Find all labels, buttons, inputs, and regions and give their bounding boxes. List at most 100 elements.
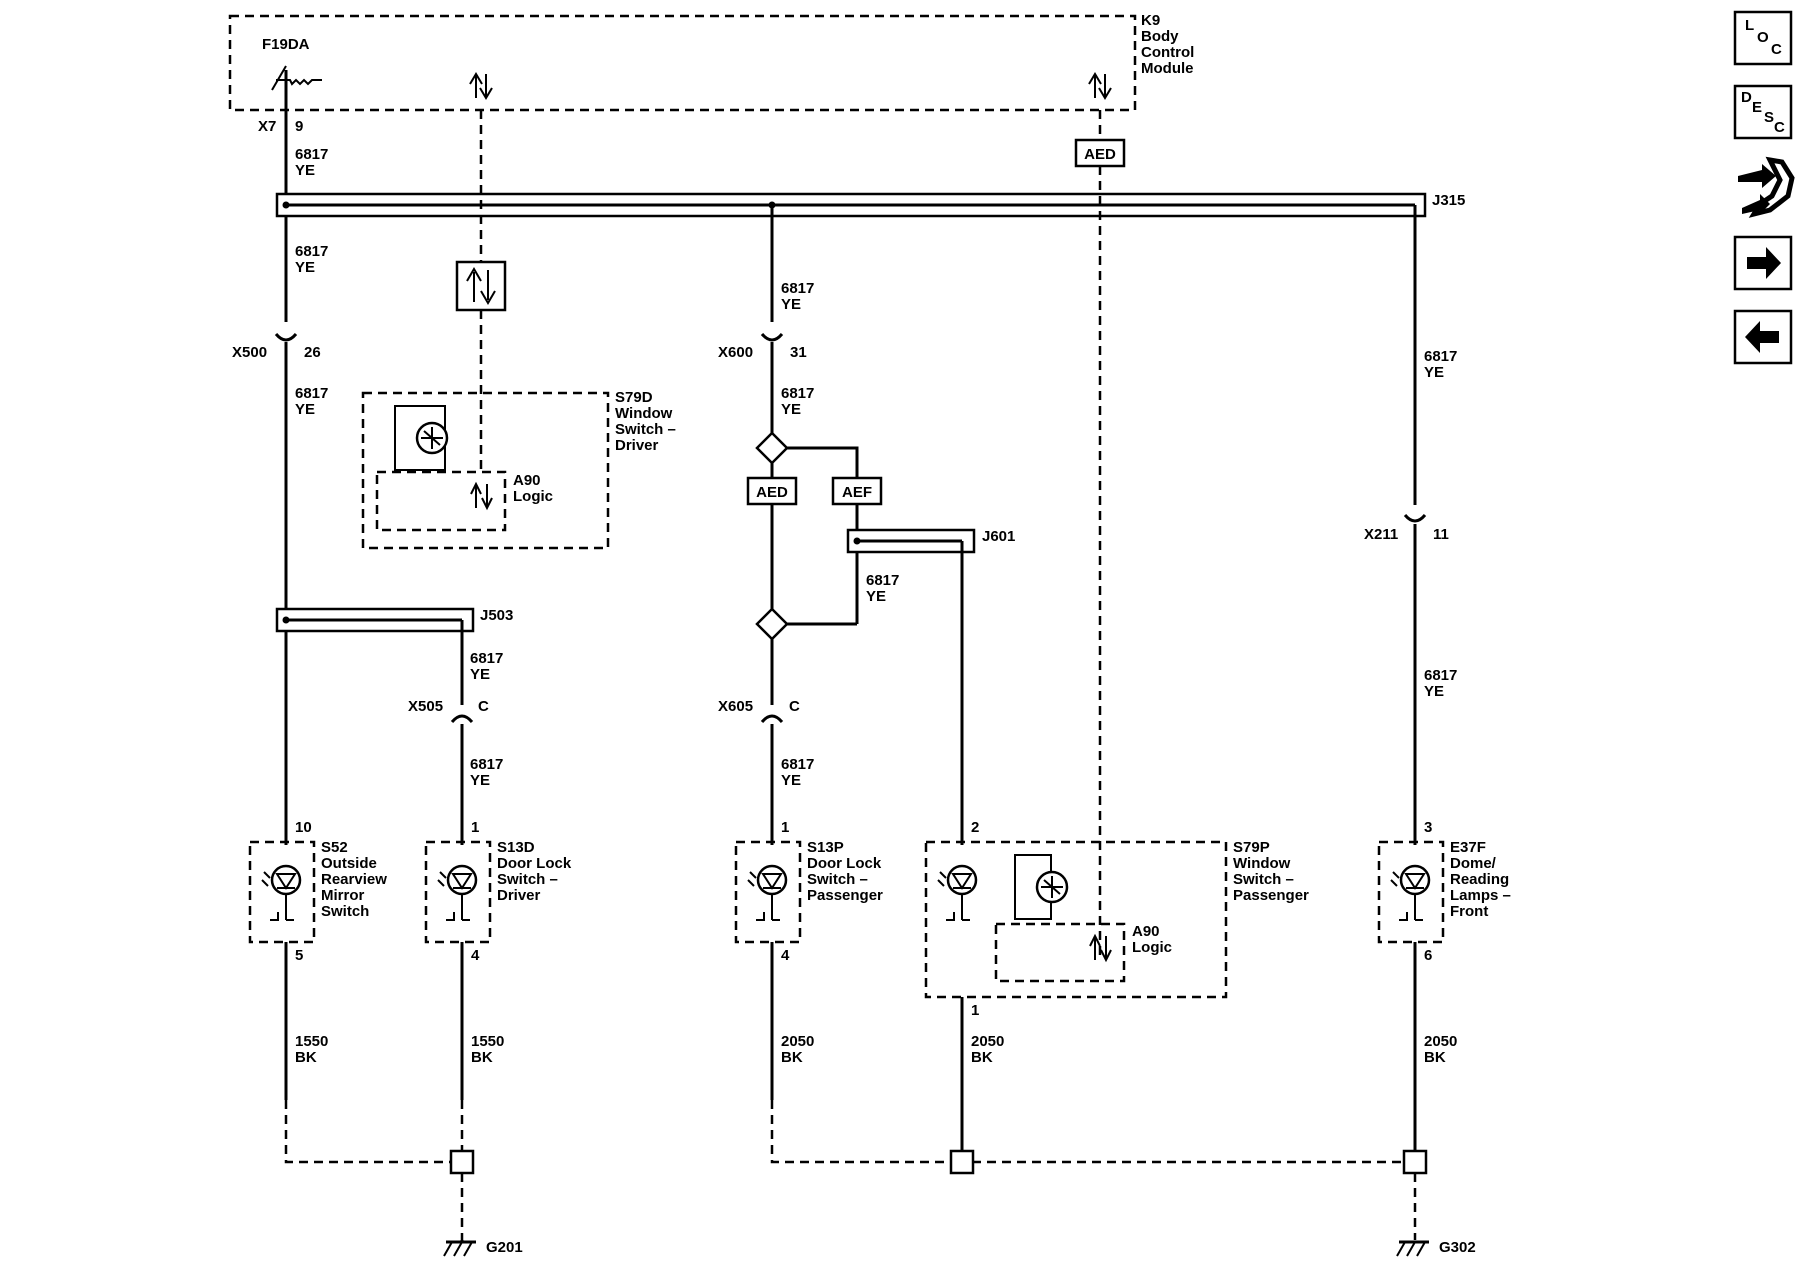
inline-connector-x211: X211 11 xyxy=(1364,513,1449,543)
wire-color: YE xyxy=(1424,364,1444,381)
component-s79d: A90 Logic S79D Window Switch – Driver xyxy=(361,389,676,550)
ground-splice-square xyxy=(1402,1149,1428,1175)
wire-circuit: 6817 xyxy=(295,146,328,163)
wire-color: BK xyxy=(295,1049,317,1066)
option-tag-aef: AEF xyxy=(831,476,883,506)
location-button[interactable]: L O C xyxy=(1733,10,1793,66)
icon-letter: C xyxy=(1774,119,1785,136)
wire-circuit: 1550 xyxy=(295,1033,328,1050)
module-name-line-3: Module xyxy=(1141,60,1194,77)
ground-splice-square xyxy=(949,1149,975,1175)
component-line-1: Window xyxy=(1233,855,1291,872)
wire-circuit: 6817 xyxy=(1424,667,1457,684)
component-line-1: Outside xyxy=(321,855,377,872)
inline-connector-x600: X600 31 xyxy=(718,332,807,361)
component-line-3: Driver xyxy=(497,887,541,904)
logic-id: A90 xyxy=(1132,923,1160,940)
logic-name: Logic xyxy=(1132,939,1172,956)
wire-color: BK xyxy=(781,1049,803,1066)
component-line-2: Reading xyxy=(1450,871,1509,888)
wire-circuit: 6817 xyxy=(781,280,814,297)
fuse-label: F19DA xyxy=(262,36,310,53)
wire-color: YE xyxy=(781,296,801,313)
ground-label: G201 xyxy=(486,1239,523,1256)
ground-label: G302 xyxy=(1439,1239,1476,1256)
component-line-4: Front xyxy=(1450,903,1488,920)
component-line-3: Mirror xyxy=(321,887,365,904)
pin-bottom: 5 xyxy=(295,947,303,964)
icon-letter: E xyxy=(1752,99,1762,116)
wire-circuit: 6817 xyxy=(295,243,328,260)
connector-end-view-button[interactable] xyxy=(1738,156,1795,218)
component-line-4: Switch xyxy=(321,903,369,920)
icon-letter: L xyxy=(1745,17,1754,34)
connector-pin: C xyxy=(789,698,800,715)
inline-connector-x505: X505 C xyxy=(408,698,489,724)
wire-color: YE xyxy=(295,162,315,179)
component-id: S79P xyxy=(1233,839,1270,856)
splice-pack-j315: J315 xyxy=(275,192,1465,218)
wire-circuit: 2050 xyxy=(971,1033,1004,1050)
wire-circuit: 6817 xyxy=(295,385,328,402)
component-id: S52 xyxy=(321,839,348,856)
component-line-2: Switch – xyxy=(615,421,676,438)
option-diamond-bottom xyxy=(755,607,789,641)
option-tag-aed-module: AED xyxy=(1074,138,1126,168)
connector-icon xyxy=(1738,156,1795,218)
option-diamond-top xyxy=(755,431,789,465)
component-line-1: Window xyxy=(615,405,673,422)
icon-letter: C xyxy=(1771,41,1782,58)
wire-color: YE xyxy=(295,401,315,418)
component-line-3: Passenger xyxy=(807,887,883,904)
wire-circuit: 2050 xyxy=(781,1033,814,1050)
tag-label: AED xyxy=(756,484,788,501)
splice-pack-j601: J601 xyxy=(846,528,1015,554)
wire-circuit: 1550 xyxy=(471,1033,504,1050)
connector-pin: C xyxy=(478,698,489,715)
previous-page-button[interactable] xyxy=(1733,309,1793,365)
pin-top: 1 xyxy=(781,819,789,836)
module-pin: 9 xyxy=(295,118,303,135)
wire-circuit: 6817 xyxy=(781,385,814,402)
module-name-line-1: Body xyxy=(1141,28,1179,45)
logic-id: A90 xyxy=(513,472,541,489)
connector-pin: 11 xyxy=(1433,526,1449,543)
component-s79p: A90 Logic 2 1 S79P Window Switch – Passe… xyxy=(924,819,1309,1019)
next-page-button[interactable] xyxy=(1733,235,1793,291)
inline-connector-x500: X500 26 xyxy=(232,332,321,361)
wire-color: BK xyxy=(1424,1049,1446,1066)
component-line-3: Passenger xyxy=(1233,887,1309,904)
module-id: K9 xyxy=(1141,12,1160,29)
pin-bottom: 1 xyxy=(971,1002,979,1019)
option-tag-aed: AED xyxy=(746,476,798,506)
component-s13d: 1 4 S13D Door Lock Switch – Driver xyxy=(424,819,572,964)
wire-color: YE xyxy=(781,772,801,789)
ground-g201: G201 xyxy=(443,1239,523,1257)
wire-circuit: 6817 xyxy=(1424,348,1457,365)
connector-pin: 26 xyxy=(304,344,321,361)
logic-name: Logic xyxy=(513,488,553,505)
serial-data-arrows-icon xyxy=(469,72,493,100)
component-line-2: Rearview xyxy=(321,871,387,888)
component-line-1: Door Lock xyxy=(807,855,882,872)
wire-color: YE xyxy=(781,401,801,418)
wire-circuit: 6817 xyxy=(470,756,503,773)
component-id: E37F xyxy=(1450,839,1486,856)
pin-top: 2 xyxy=(971,819,979,836)
module-connector: X7 xyxy=(258,118,276,135)
splice-label: J503 xyxy=(480,607,513,624)
splice-pack-j503: J503 xyxy=(275,607,513,633)
body-control-module: K9 Body Control Module F19DA X7 9 xyxy=(228,12,1194,135)
connector-pin: 31 xyxy=(790,344,807,361)
icon-letter: D xyxy=(1741,89,1752,106)
pin-top: 3 xyxy=(1424,819,1432,836)
pin-bottom: 4 xyxy=(781,947,790,964)
component-s13p: 1 4 S13P Door Lock Switch – Passenger xyxy=(734,819,883,964)
connector-name: X600 xyxy=(718,344,753,361)
ground-g302: G302 xyxy=(1396,1239,1476,1257)
component-line-3: Lamps – xyxy=(1450,887,1511,904)
description-button[interactable]: D E S C xyxy=(1733,84,1793,140)
loc-icon: L O C xyxy=(1745,17,1782,58)
serial-data-arrows-icon xyxy=(1088,72,1112,100)
wire-color: YE xyxy=(470,666,490,683)
